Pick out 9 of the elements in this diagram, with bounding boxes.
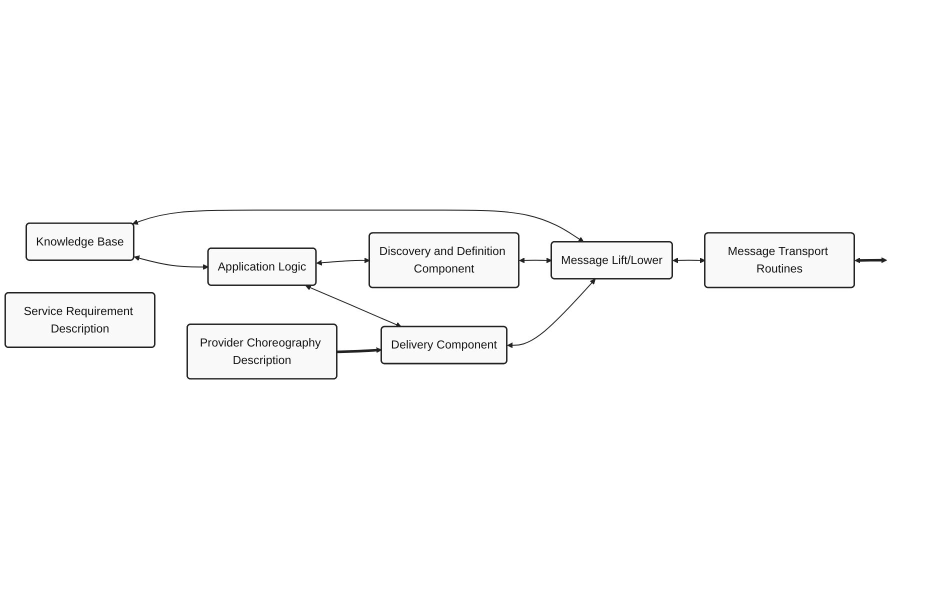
arrow [337, 347, 382, 354]
arrow [134, 255, 209, 270]
arrow [305, 285, 402, 328]
arrow [507, 278, 596, 348]
arrow [316, 258, 370, 266]
arrow [519, 258, 552, 264]
arrow [854, 257, 888, 264]
arrow [132, 210, 584, 242]
arrow [672, 258, 706, 264]
